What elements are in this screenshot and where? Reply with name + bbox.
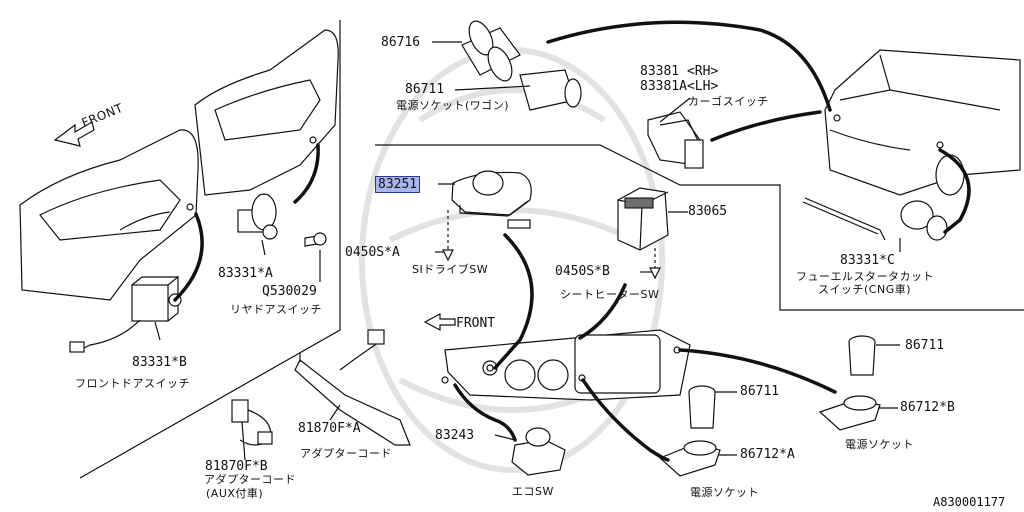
label-rear-door-switch: リヤドアスイッチ — [230, 303, 322, 316]
cargo-switch-part — [647, 111, 704, 169]
label-86711-top: 86711 — [405, 82, 445, 97]
label-socket-2: 電源ソケット — [845, 438, 914, 451]
label-fuel-cut-1: フューエルスタータカット — [796, 270, 934, 283]
socket-86716-part — [461, 20, 521, 82]
label-81870fa: 81870F*A — [298, 421, 361, 436]
label-adapter-cord-2: アダプターコード — [204, 473, 296, 486]
label-front-center: FRONT — [456, 316, 496, 331]
label-83381: 83381 <RH> — [640, 64, 719, 79]
label-q530029: Q530029 — [262, 284, 317, 299]
seat-heater-switch-part — [617, 187, 669, 280]
label-86712b: 86712*B — [900, 400, 955, 415]
fuel-cut-switch-part — [802, 197, 948, 241]
label-aux: (AUX付車) — [206, 487, 264, 500]
eco-switch-part — [511, 427, 566, 476]
connection-curves — [173, 20, 971, 462]
label-83381a: 83381A<LH> — [640, 79, 719, 94]
leader-lines — [154, 41, 1024, 461]
door-area-boundary — [79, 20, 341, 479]
front-door-switch-part — [69, 276, 182, 353]
socket-86712a-part — [658, 440, 721, 477]
label-83331a: 83331*A — [218, 266, 273, 281]
label-83065: 83065 — [688, 204, 728, 219]
label-fuel-cut-2: スイッチ(CNG車) — [818, 283, 912, 296]
label-seat-heater-sw: シートヒーターSW — [560, 288, 660, 301]
front-door-panel — [19, 129, 199, 301]
label-0450sa: 0450S*A — [345, 245, 400, 260]
label-83331b: 83331*B — [132, 355, 187, 370]
socket-86711-top-part — [519, 69, 582, 111]
label-81870fb: 81870F*B — [205, 459, 268, 474]
socket-86712b-part — [818, 395, 881, 431]
label-86711-mid: 86711 — [740, 384, 780, 399]
si-drive-switch-part — [442, 170, 532, 262]
label-socket-wagon: 電源ソケット(ワゴン) — [396, 99, 510, 112]
car-rear-part — [824, 49, 1021, 196]
label-front-door-switch: フロントドアスイッチ — [75, 377, 190, 390]
label-86712a: 86712*A — [740, 447, 795, 462]
label-adapter-cord: アダプターコード — [300, 447, 392, 460]
label-0450sb: 0450S*B — [555, 264, 610, 279]
socket-86711-right-part — [848, 335, 876, 376]
center-console-part — [441, 329, 691, 401]
front-arrow-center-icon — [423, 313, 456, 331]
diagram-id: A830001177 — [933, 495, 1006, 509]
label-86716: 86716 — [381, 35, 421, 50]
label-83331c: 83331*C — [840, 253, 895, 268]
label-cargo-switch: カーゴスイッチ — [688, 95, 769, 108]
label-si-drive-sw: SIドライブSW — [412, 263, 489, 276]
watermark-emblem — [359, 47, 665, 473]
rear-door-panel — [194, 29, 339, 196]
adapter-cord-a-part — [294, 329, 411, 446]
label-83243: 83243 — [435, 428, 475, 443]
label-eco-sw: エコSW — [512, 485, 554, 498]
socket-86711-mid-part — [688, 385, 716, 429]
label-86711-right: 86711 — [905, 338, 945, 353]
adapter-cord-b-part — [231, 399, 273, 446]
rear-door-switch-part — [237, 193, 327, 247]
label-83251-highlighted[interactable]: 83251 — [375, 176, 421, 193]
front-arrow-left-icon — [53, 121, 95, 147]
label-socket-1: 電源ソケット — [690, 486, 759, 499]
